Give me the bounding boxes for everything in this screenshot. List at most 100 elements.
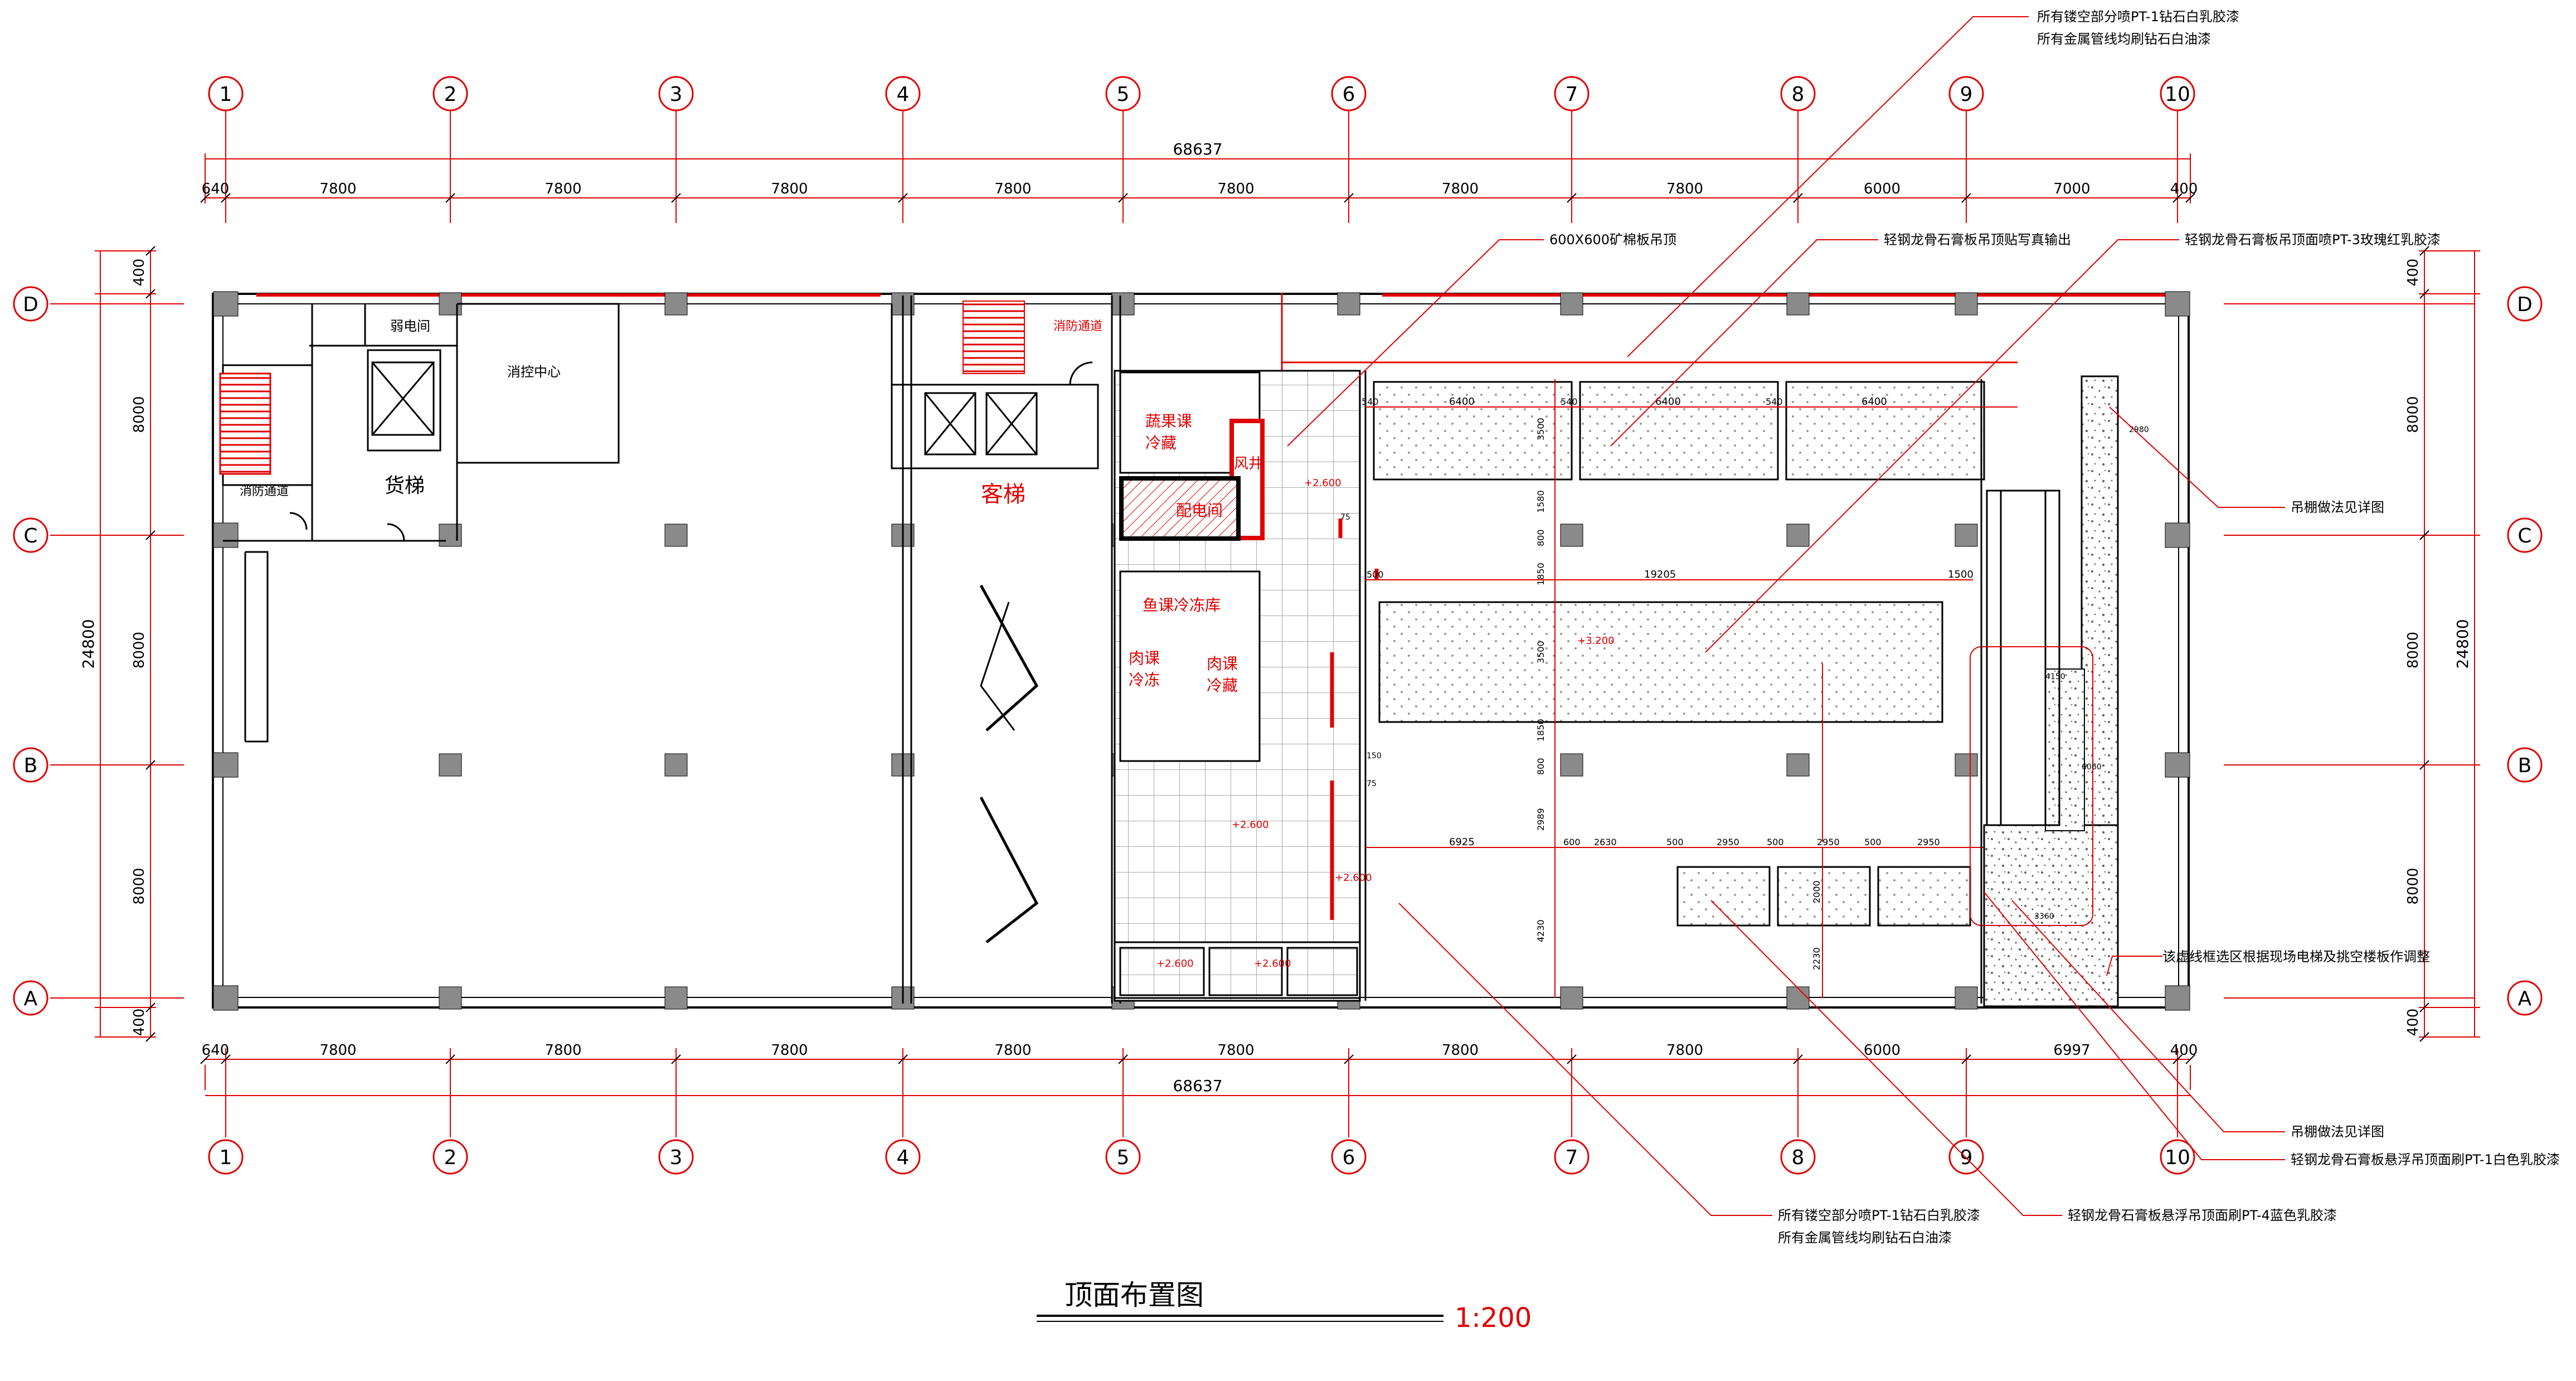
inner-dim: 1850 xyxy=(1535,563,1546,585)
axis-bubble xyxy=(432,76,468,112)
dim-tick xyxy=(145,246,155,256)
inner-dim: 2230 xyxy=(1811,947,1822,970)
annotation-pt3-ceiling: 轻钢龙骨石膏板吊顶面喷PT-3玫瑰红乳胶漆 xyxy=(2185,232,2441,248)
elevation-mark: +2.600 xyxy=(1254,958,1291,970)
dim-text: 7800 xyxy=(319,1042,356,1059)
structural-column xyxy=(1560,986,1583,1010)
inner-dim: 6400 xyxy=(1655,396,1681,408)
suspended-panels xyxy=(1373,381,1985,927)
inner-dim: 3360 xyxy=(2034,912,2054,921)
inner-dim: 600 xyxy=(1563,837,1581,847)
dim-tick xyxy=(2172,1054,2183,1064)
elevation-mark: +2.600 xyxy=(1304,477,1342,489)
dim-tick xyxy=(898,1054,908,1064)
axis-label: 5 xyxy=(1117,83,1130,106)
structural-column xyxy=(439,986,462,1010)
dim-text: 8000 xyxy=(131,632,148,668)
structural-column xyxy=(2165,752,2190,778)
axis-label: 8 xyxy=(1792,1146,1805,1169)
dim-text: 8000 xyxy=(2405,632,2422,668)
fire-stair-top xyxy=(963,301,1025,374)
dim-text: 7000 xyxy=(2053,181,2090,197)
structural-columns xyxy=(213,291,2190,1011)
elevation-mark: +2.600 xyxy=(1335,872,1372,884)
axis-bubble xyxy=(13,286,48,322)
dim-tick xyxy=(445,1054,455,1064)
axis-label: 1 xyxy=(220,83,232,106)
speckled-void xyxy=(1983,824,2119,1007)
label-fire-passage-top: 消防通道 xyxy=(1053,319,1102,333)
dim-tick xyxy=(200,1054,210,1064)
annotation-mineral-board: 600X600矿棉板吊顶 xyxy=(1549,232,1676,248)
inner-dim: 2980 xyxy=(2129,425,2149,434)
title-block: 顶面布置图 1:200 xyxy=(1037,1279,1532,1334)
dim-tick xyxy=(2172,193,2183,203)
axis-bubble xyxy=(2507,980,2543,1016)
dim-text: 7800 xyxy=(1217,1042,1254,1059)
drawing-title: 顶面布置图 xyxy=(1065,1279,1204,1311)
dim-tick xyxy=(2419,289,2429,299)
axis-label: 2 xyxy=(444,1146,457,1169)
axis-bubble xyxy=(2160,76,2195,112)
dim-text: 7800 xyxy=(994,1042,1031,1059)
elevation-mark: +3.200 xyxy=(1577,635,1615,647)
dim-text: 7800 xyxy=(319,181,356,197)
dim-text: 8000 xyxy=(131,868,148,904)
axis-bubble xyxy=(1780,1139,1816,1175)
structural-column xyxy=(664,753,688,777)
inner-dim: 2630 xyxy=(1594,837,1617,847)
axis-bubble xyxy=(13,747,48,783)
dim-text: 400 xyxy=(2405,1009,2422,1036)
axis-label: 7 xyxy=(1566,83,1578,106)
dim-total-text: 24800 xyxy=(2453,619,2472,668)
cold-rooms xyxy=(1114,371,1361,999)
structural-column xyxy=(664,986,688,1010)
red-edges xyxy=(1330,519,1379,920)
inner-dim: 800 xyxy=(1535,758,1546,775)
dim-tick xyxy=(898,193,908,203)
elevation-mark: +2.600 xyxy=(1156,958,1194,970)
dim-text: 7800 xyxy=(994,181,1031,197)
dim-tick xyxy=(1961,1054,1971,1064)
dim-tick xyxy=(2419,760,2429,770)
inner-dim: 2950 xyxy=(1917,837,1940,847)
label-freight-elevator: 货梯 xyxy=(385,474,425,497)
axis-label: D xyxy=(2517,293,2533,316)
structural-column xyxy=(439,524,462,547)
annotation-printed-ceiling: 轻钢龙骨石膏板吊顶贴写真输出 xyxy=(1884,232,2071,248)
dim-tick xyxy=(2419,1002,2429,1012)
axis-label: A xyxy=(2518,987,2532,1010)
annotation-note: 所有金属管线均刷钻石白油漆 xyxy=(1778,1230,1952,1246)
dim-tick xyxy=(1118,193,1128,203)
dim-text: 640 xyxy=(202,1042,230,1059)
structural-column xyxy=(1955,292,1978,316)
inner-dim: 2989 xyxy=(1535,808,1546,831)
inner-dim: 6400 xyxy=(1861,396,1887,408)
structural-column xyxy=(1955,986,1978,1010)
axis-bubble xyxy=(1331,76,1367,112)
inner-dim: 2000 xyxy=(1811,880,1822,903)
annotation-note: 所有镂空部分喷PT-1钻石白乳胶漆 xyxy=(2037,9,2239,25)
axis-label: D xyxy=(23,293,38,316)
dim-text: 8000 xyxy=(131,396,148,433)
structural-column xyxy=(1955,524,1978,547)
dim-total-text: 68637 xyxy=(1173,140,1222,158)
structural-column xyxy=(213,985,239,1011)
inner-dim: 2950 xyxy=(1717,837,1739,847)
dim-text: 400 xyxy=(2405,259,2422,287)
axis-bubble xyxy=(2507,286,2543,322)
axis-bubble xyxy=(13,980,48,1016)
axis-bubble xyxy=(1948,76,1984,112)
axis-label: 8 xyxy=(1792,83,1805,106)
dim-tick xyxy=(145,760,155,770)
dim-tick xyxy=(221,193,231,203)
axis-bubble xyxy=(1331,1139,1367,1175)
axis-bubble xyxy=(1780,76,1816,112)
elevation-mark: +2.600 xyxy=(1232,819,1269,831)
dim-text: 400 xyxy=(131,1009,148,1036)
inner-dim: 75 xyxy=(1367,779,1377,788)
dim-tick xyxy=(1567,1054,1577,1064)
structural-column xyxy=(213,291,239,317)
label-fire-passage-left: 消防通道 xyxy=(240,484,289,498)
